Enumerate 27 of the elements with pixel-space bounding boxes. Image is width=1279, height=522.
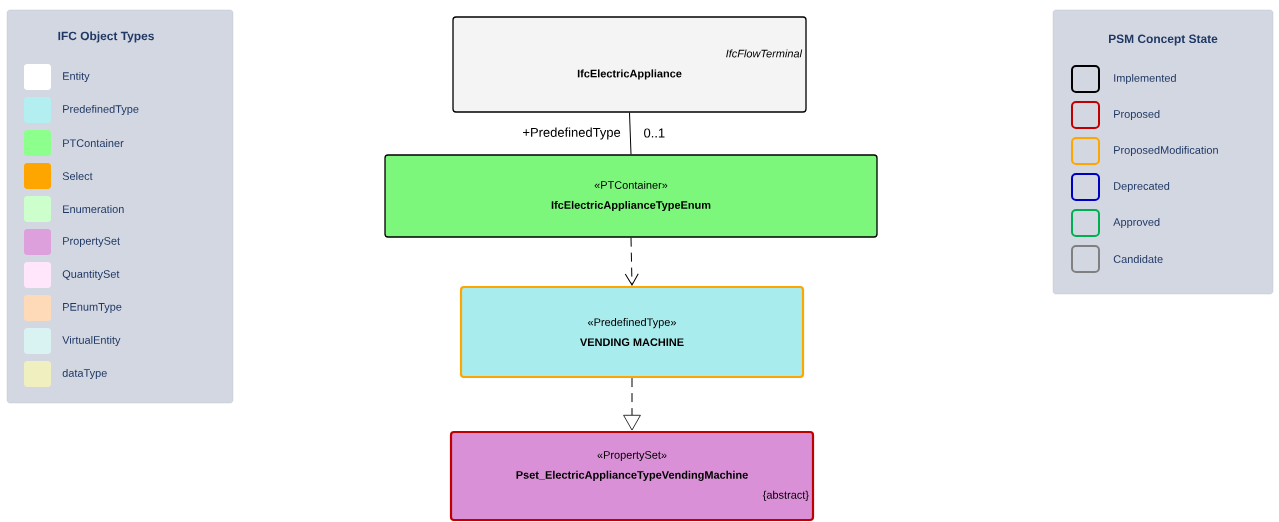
legend-label: Enumeration [63,204,124,213]
legend-label: ProposedModification [1114,145,1218,157]
legend-label: PropertySet [63,237,120,247]
legend-label: Entity [63,71,90,83]
legend-label: Approved [1113,217,1160,229]
legend-label: Implemented [1114,73,1176,85]
class-box: «PropertySet» Pset_ElectricApplianceTypeVendingMachine {abstract} [449,430,815,522]
legend-label: VirtualEntity [62,335,121,347]
legend-label: Proposed [1114,109,1160,121]
legend-label: QuantitySet [62,269,120,281]
legend-title: IFC Object Types [58,31,154,43]
role-label: +PredefinedType [523,127,621,140]
association-line [629,112,632,155]
legend-label: PEnumType [63,303,122,313]
class-box: IfcFlowTerminal IfcElectricAppliance [452,16,807,113]
legend-label: dataType [62,368,107,380]
dependency-arrow [624,237,639,286]
legend-label: PredefinedType [63,104,139,116]
class-box: «PTContainer» IfcElectricApplianceTypeEnum [384,154,878,238]
dependency-arrow [623,377,641,431]
class-box: «PredefinedType» VENDING MACHINE [459,285,805,379]
legend-title: PSM Concept State [1109,34,1218,46]
legend-label: Deprecated [1114,181,1170,193]
legend-label: Select [62,171,93,180]
legend-label: PTContainer [63,138,124,147]
legend-label: Candidate [1113,254,1163,263]
multiplicity-label: 0..1 [644,128,665,138]
